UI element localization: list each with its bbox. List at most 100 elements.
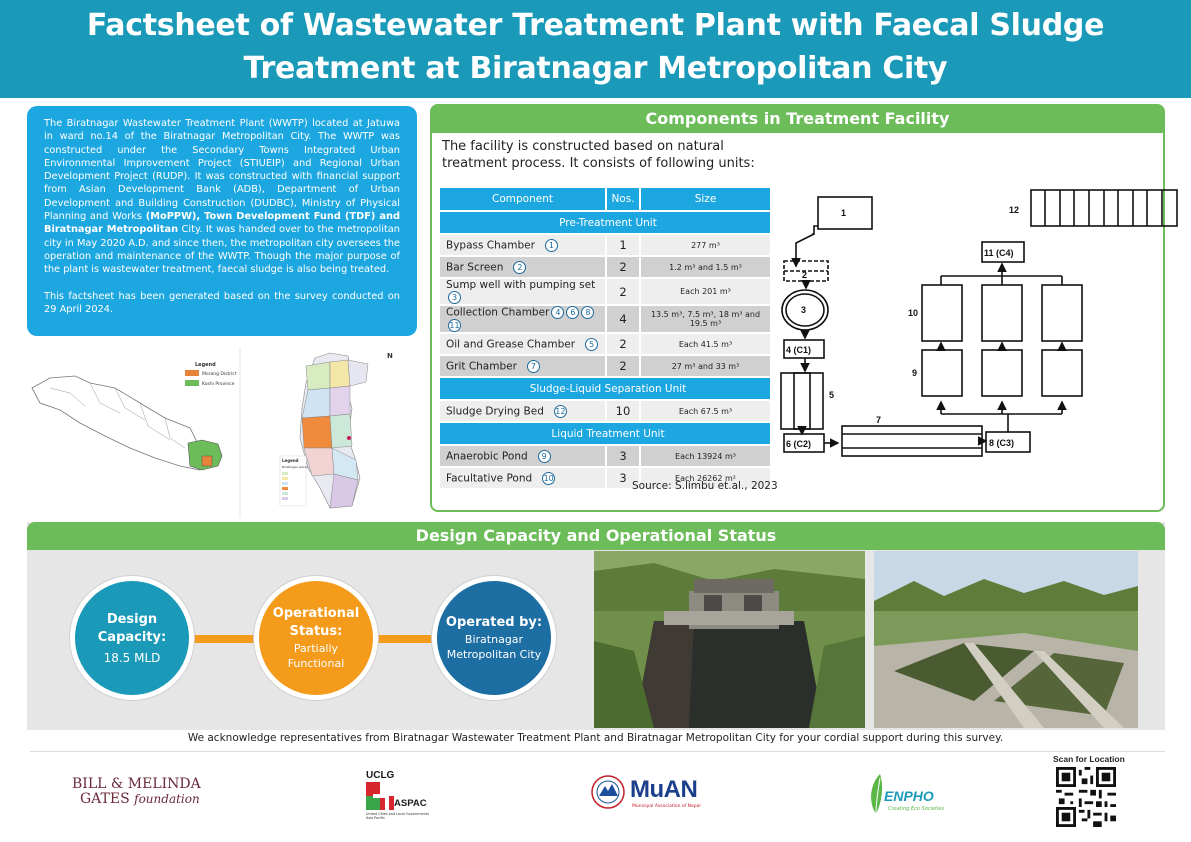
unit-4-box bbox=[783, 339, 825, 359]
component-name: Collection Chamber bbox=[446, 306, 550, 319]
label-12: 12 bbox=[1009, 205, 1019, 215]
label-10: 10 bbox=[908, 308, 918, 318]
page-header: Factsheet of Wastewater Treatment Plant … bbox=[0, 0, 1191, 98]
nos-cell: 2 bbox=[605, 334, 639, 354]
unit-7-box bbox=[841, 425, 983, 457]
label-7: 7 bbox=[876, 415, 881, 425]
page-title: Factsheet of Wastewater Treatment Plant … bbox=[0, 0, 1191, 90]
gates-foundation-word: foundation bbox=[134, 792, 200, 806]
section-row: Sludge-Liquid Separation Unit bbox=[440, 378, 770, 399]
label-3: 3 bbox=[801, 305, 806, 315]
label-5: 5 bbox=[829, 390, 834, 400]
component-name: Facultative Pond bbox=[446, 472, 533, 484]
component-name: Anaerobic Pond bbox=[446, 450, 528, 462]
component-name: Sludge Drying Bed bbox=[446, 405, 544, 417]
intro-text-a: The Biratnagar Wastewater Treatment Plan… bbox=[44, 118, 400, 223]
diagram-ref-badge: 7 bbox=[526, 359, 540, 373]
component-cell: Sludge Drying Bed 12 bbox=[440, 401, 605, 421]
legend-label-2: Koshi Province bbox=[202, 381, 235, 387]
design-capacity-circle: Design Capacity: 18.5 MLD bbox=[70, 576, 194, 700]
unit-5-box bbox=[780, 372, 824, 430]
section-row: Pre-Treatment Unit bbox=[440, 212, 770, 233]
component-name: Bar Screen bbox=[446, 261, 504, 273]
aspac-text: ASPAC bbox=[394, 798, 427, 809]
size-cell: 13.5 m³, 7.5 m³, 18 m³ and 19.5 m³ bbox=[639, 306, 770, 332]
diagram-ref-badge: 11 bbox=[448, 319, 461, 332]
qr-code-icon[interactable] bbox=[1056, 767, 1116, 827]
section-row: Liquid Treatment Unit bbox=[440, 423, 770, 444]
size-cell: Each 26262 m² bbox=[639, 468, 770, 488]
table-header-row: Component Nos. Size bbox=[440, 188, 770, 210]
diagram-ref-badge: 12 bbox=[553, 404, 567, 418]
unit-10-pond-a bbox=[921, 284, 963, 342]
label-11: 11 (C4) bbox=[984, 248, 1014, 258]
gates-line-1: BILL & MELINDA bbox=[72, 776, 201, 792]
component-cell: Sump well with pumping set3 bbox=[440, 279, 605, 304]
nos-cell: 2 bbox=[605, 257, 639, 277]
size-cell: Each 201 m³ bbox=[639, 279, 770, 304]
component-name: Grit Chamber bbox=[446, 360, 517, 372]
uclg-caption: United Cities and Local Governments Asia… bbox=[366, 812, 429, 820]
intro-text-bold: (MoPPW), Town Development Fund (TDF) and… bbox=[44, 211, 400, 236]
legend-sub-2: Biratnagar wards bbox=[282, 465, 308, 469]
intro-paragraph: The Biratnagar Wastewater Treatment Plan… bbox=[44, 117, 400, 277]
diagram-ref-badge: 9 bbox=[537, 449, 551, 463]
muan-emblem-icon bbox=[591, 775, 625, 809]
size-cell: 27 m³ and 33 m³ bbox=[639, 356, 770, 376]
diagram-ref-badge: 5 bbox=[585, 337, 599, 351]
nos-cell: 2 bbox=[605, 279, 639, 304]
component-name: Bypass Chamber bbox=[446, 239, 535, 251]
legend-title-2: Legend bbox=[282, 458, 299, 463]
status-value: Partially Functional bbox=[287, 642, 345, 670]
section-label: Sludge-Liquid Separation Unit bbox=[440, 378, 770, 399]
label-8: 8 (C3) bbox=[989, 438, 1014, 448]
diagram-ref-badge: 1 bbox=[544, 238, 558, 252]
gates-line-2: GATES bbox=[80, 791, 130, 807]
enpho-caption: Creating Eco Societies bbox=[888, 806, 945, 812]
footer-divider bbox=[30, 751, 1165, 752]
nos-cell: 3 bbox=[605, 468, 639, 488]
legend-swatch-1 bbox=[185, 370, 199, 376]
size-cell: Each 13924 m³ bbox=[639, 446, 770, 466]
label-6: 6 (C2) bbox=[786, 439, 811, 449]
header-component: Component bbox=[440, 188, 605, 210]
operational-status-circle: Operational Status: Partially Functional bbox=[254, 576, 378, 700]
unit-9-pond-c bbox=[1041, 349, 1083, 397]
operator-value: Biratnagar Metropolitan City bbox=[446, 633, 542, 661]
qr-code-block[interactable]: Scan for Location bbox=[1053, 754, 1125, 827]
size-cell: 277 m³ bbox=[639, 235, 770, 255]
connector-2 bbox=[374, 635, 438, 643]
intro-panel: The Biratnagar Wastewater Treatment Plan… bbox=[27, 106, 417, 336]
muan-text: MuAN bbox=[630, 776, 698, 803]
size-cell: 1.2 m³ and 1.5 m³ bbox=[639, 257, 770, 277]
operator-circle: Operated by: Biratnagar Metropolitan Cit… bbox=[432, 576, 556, 700]
unit-9-pond-a bbox=[921, 349, 963, 397]
biratnagar-ward-map: N Legend Biratnagar wards bbox=[279, 352, 393, 509]
connector-1 bbox=[190, 635, 260, 643]
nos-cell: 10 bbox=[605, 401, 639, 421]
components-intro: The facility is constructed based on nat… bbox=[442, 139, 755, 171]
size-cell: Each 41.5 m³ bbox=[639, 334, 770, 354]
intro-text-b: City. It was handed over to the metropol… bbox=[44, 224, 400, 276]
diagram-ref-badge: 3 bbox=[448, 291, 461, 304]
nepal-map: Legend Morang District Koshi Province N … bbox=[31, 348, 393, 518]
enpho-text: ENPHO bbox=[884, 788, 934, 804]
gates-foundation-logo: BILL & MELINDA GATES foundation bbox=[72, 777, 201, 807]
header-nos: Nos. bbox=[605, 188, 639, 210]
operator-title: Operated by: bbox=[445, 615, 543, 630]
plant-photo-bar-screen bbox=[594, 551, 865, 728]
header-size: Size bbox=[639, 188, 770, 210]
unit-11-box bbox=[981, 241, 1025, 263]
unit-9-pond-b bbox=[981, 349, 1023, 397]
label-1: 1 bbox=[841, 208, 846, 218]
